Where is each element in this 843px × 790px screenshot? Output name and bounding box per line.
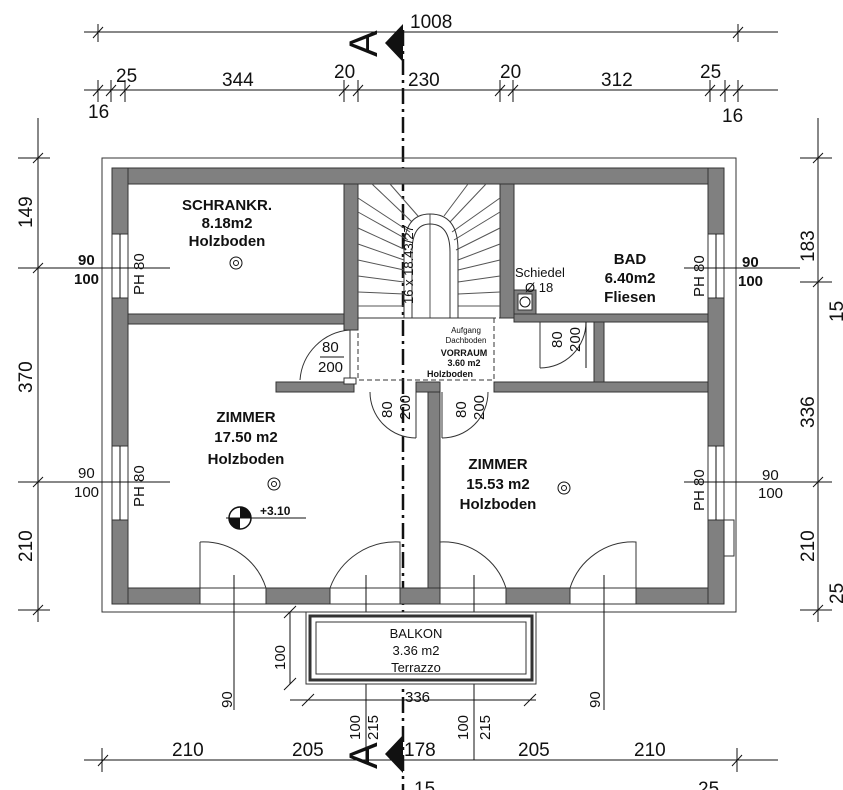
win-h-3: 100 (738, 273, 763, 290)
opening-dims: 90 100 215 100 215 90 (219, 691, 604, 740)
chimney-size: Ø 18 (525, 280, 553, 295)
dim-bottom-4: 205 (518, 740, 550, 761)
chimney-label: Schiedel (515, 265, 565, 280)
left-dimensions: 149 370 210 (16, 118, 50, 622)
dim-seg-3: 20 (334, 62, 355, 83)
balkon-floor: Terrazzo (391, 660, 441, 675)
balkon-area: 3.36 m2 (393, 643, 440, 658)
dim-right-4: 15 (827, 301, 843, 322)
opening-h-3: 215 (477, 715, 494, 740)
dim-bottom-partial-2: 25 (698, 779, 719, 790)
dim-end-right: 16 (722, 106, 743, 127)
bad-floor: Fliesen (604, 289, 656, 306)
top-dimensions: 1008 25 344 20 230 20 312 25 16 16 (84, 12, 778, 127)
window-ph-4: PH 80 (691, 469, 708, 511)
dim-left-3: 210 (16, 530, 37, 562)
balkon-depth: 100 (272, 645, 289, 670)
stair-label: 16 x 18.43/27 (401, 225, 416, 304)
bad-area: 6.40m2 (605, 270, 656, 287)
stair-note-2: Dachboden (446, 336, 487, 345)
section-marker-bottom: A (342, 742, 386, 769)
vorraum-name: VORRAUM (441, 348, 488, 358)
dim-total: 1008 (410, 12, 452, 33)
dim-seg-2: 344 (222, 70, 254, 91)
dim-bottom-2: 205 (292, 740, 324, 761)
win-w-2: 90 (78, 465, 95, 482)
dim-seg-6: 312 (601, 70, 633, 91)
dim-end-left: 16 (88, 102, 109, 123)
zimmer-right-area: 15.53 m2 (466, 476, 529, 493)
dim-right-1: 183 (798, 230, 819, 262)
win-h-1: 100 (74, 271, 99, 288)
win-h-4: 100 (758, 485, 783, 502)
right-dimensions: 183 336 210 15 25 (798, 118, 843, 622)
room-labels: SCHRANKR. 8.18m2 Holzboden BAD 6.40m2 Fl… (182, 197, 656, 513)
dim-seg-7: 25 (700, 62, 721, 83)
dim-seg-5: 20 (500, 62, 521, 83)
level-label: +3.10 (260, 504, 291, 518)
opening-w-3: 100 (455, 715, 472, 740)
dim-right-3: 210 (798, 530, 819, 562)
door4-w: 80 (549, 331, 566, 348)
win-w-4: 90 (762, 467, 779, 484)
zimmer-right-name: ZIMMER (468, 456, 527, 473)
balkon-name: BALKON (390, 626, 443, 641)
stair-note-1: Aufgang (451, 326, 481, 335)
windows (111, 233, 735, 605)
dim-right-2: 336 (798, 396, 819, 428)
window-ph-2: PH 80 (131, 465, 148, 507)
dim-seg-1: 25 (116, 66, 137, 87)
opening-h-2: 215 (365, 715, 382, 740)
dim-left-2: 370 (16, 361, 37, 393)
staircase: 16 x 18.43/27 Aufgang Dachboden (357, 183, 501, 381)
bad-name: BAD (614, 251, 647, 268)
vorraum-floor: Holzboden (427, 369, 473, 379)
door2-h: 200 (397, 395, 414, 420)
dim-left-1: 149 (16, 196, 37, 228)
window-labels: PH 80 PH 80 PH 80 PH 80 90 100 90 100 90… (20, 252, 830, 511)
door3-w: 80 (453, 401, 470, 418)
dim-bottom-1: 210 (172, 740, 204, 761)
section-marker-top: A (342, 30, 386, 57)
dim-right-5: 25 (827, 583, 843, 604)
win-w-1: 90 (78, 252, 95, 269)
window-ph-3: PH 80 (691, 255, 708, 297)
window-ph-1: PH 80 (131, 253, 148, 295)
balkon-width: 336 (405, 689, 430, 706)
dim-seg-4: 230 (408, 70, 440, 91)
bottom-dimensions: 210 205 178 205 210 15 25 (84, 740, 778, 790)
walls (101, 157, 737, 613)
zimmer-left-area: 17.50 m2 (214, 429, 277, 446)
opening-w-2: 100 (347, 715, 364, 740)
dim-bottom-3: 178 (404, 740, 436, 761)
door1-h: 200 (318, 359, 343, 376)
vorraum-area: 3.60 m2 (447, 358, 480, 368)
schrank-name: SCHRANKR. (182, 197, 272, 214)
schrank-area: 8.18m2 (202, 215, 253, 232)
door4-h: 200 (567, 327, 584, 352)
section-line: A A (342, 24, 405, 790)
door3-h: 200 (471, 395, 488, 420)
opening-w-1: 90 (219, 691, 236, 708)
win-h-2: 100 (74, 484, 99, 501)
dim-bottom-5: 210 (634, 740, 666, 761)
level-marker-icon: +3.10 (226, 504, 306, 530)
door1-w: 80 (322, 339, 339, 356)
door2-w: 80 (379, 401, 396, 418)
win-w-3: 90 (742, 254, 759, 271)
zimmer-left-floor: Holzboden (208, 451, 285, 468)
balkon: 100 336 BALKON 3.36 m2 Terrazzo (272, 605, 537, 707)
zimmer-left-name: ZIMMER (216, 409, 275, 426)
dim-bottom-partial-1: 15 (414, 779, 435, 790)
schrank-floor: Holzboden (189, 233, 266, 250)
opening-w-4: 90 (587, 691, 604, 708)
zimmer-right-floor: Holzboden (460, 496, 537, 513)
